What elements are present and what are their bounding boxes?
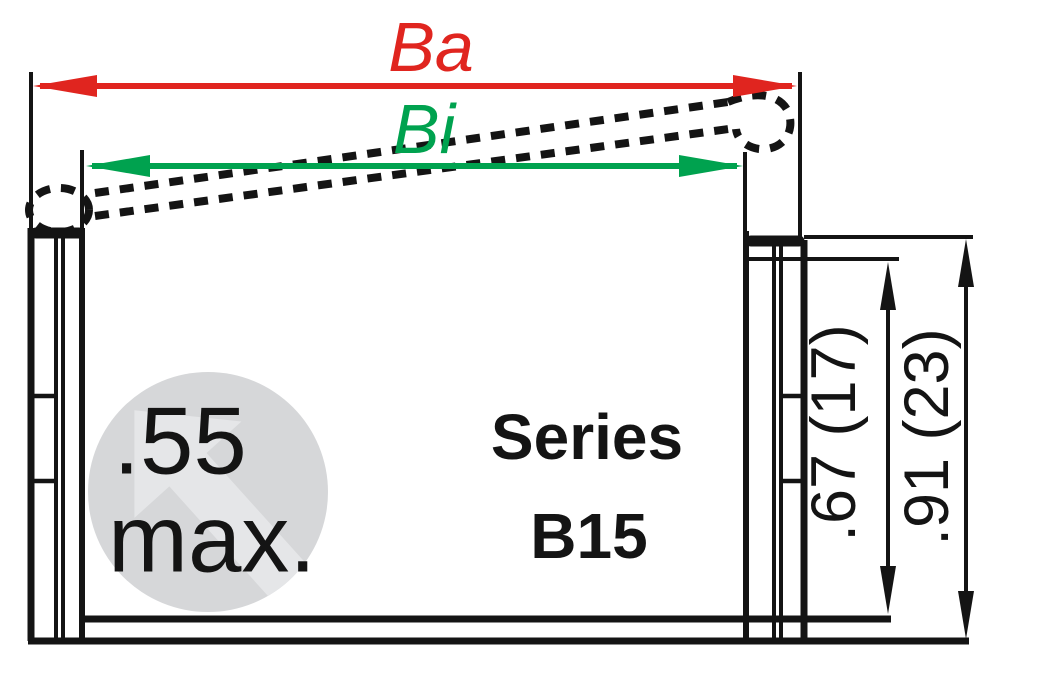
inner-height-arrowhead-top bbox=[880, 262, 896, 310]
inner-height-label: .67 (17) bbox=[799, 324, 869, 541]
carrier-body bbox=[27, 72, 969, 645]
left-sidewall bbox=[27, 72, 85, 641]
bi-arrowhead-left bbox=[86, 155, 150, 177]
watermark bbox=[88, 372, 328, 613]
height-dimensions: .67 (17) .91 (23) bbox=[746, 235, 974, 639]
ba-arrowhead-left bbox=[33, 75, 97, 97]
dashed-upper-edge bbox=[94, 98, 729, 197]
bi-arrowhead-right bbox=[679, 155, 743, 177]
ba-arrowhead-right bbox=[733, 75, 797, 97]
dashed-right-hook bbox=[726, 91, 795, 154]
ba-label: Ba bbox=[388, 8, 474, 86]
inner-height-arrowhead-bottom bbox=[880, 566, 896, 614]
series-code: B15 bbox=[530, 500, 647, 572]
bottom-plates bbox=[28, 615, 969, 645]
series-name: Series B15 bbox=[491, 401, 683, 572]
outer-width-dimension: Ba bbox=[33, 8, 797, 97]
right-sidewall bbox=[743, 72, 808, 641]
dashed-lower-edge bbox=[94, 124, 737, 220]
watermark-arrow-icon bbox=[134, 410, 321, 613]
outer-height-arrowhead-top bbox=[958, 239, 974, 287]
outer-height-arrowhead-bottom bbox=[958, 591, 974, 639]
outer-height-dimension: .91 (23) bbox=[892, 239, 974, 639]
bi-label: Bi bbox=[393, 90, 458, 168]
outer-height-label: .91 (23) bbox=[892, 328, 962, 545]
inner-height-dimension: .67 (17) bbox=[799, 262, 896, 614]
bend-note: .55 max. bbox=[108, 388, 316, 593]
inner-width-dimension: Bi bbox=[86, 90, 743, 177]
bend-note-value: .55 bbox=[113, 388, 246, 495]
bend-note-suffix: max. bbox=[108, 486, 316, 593]
series-word: Series bbox=[491, 401, 683, 473]
